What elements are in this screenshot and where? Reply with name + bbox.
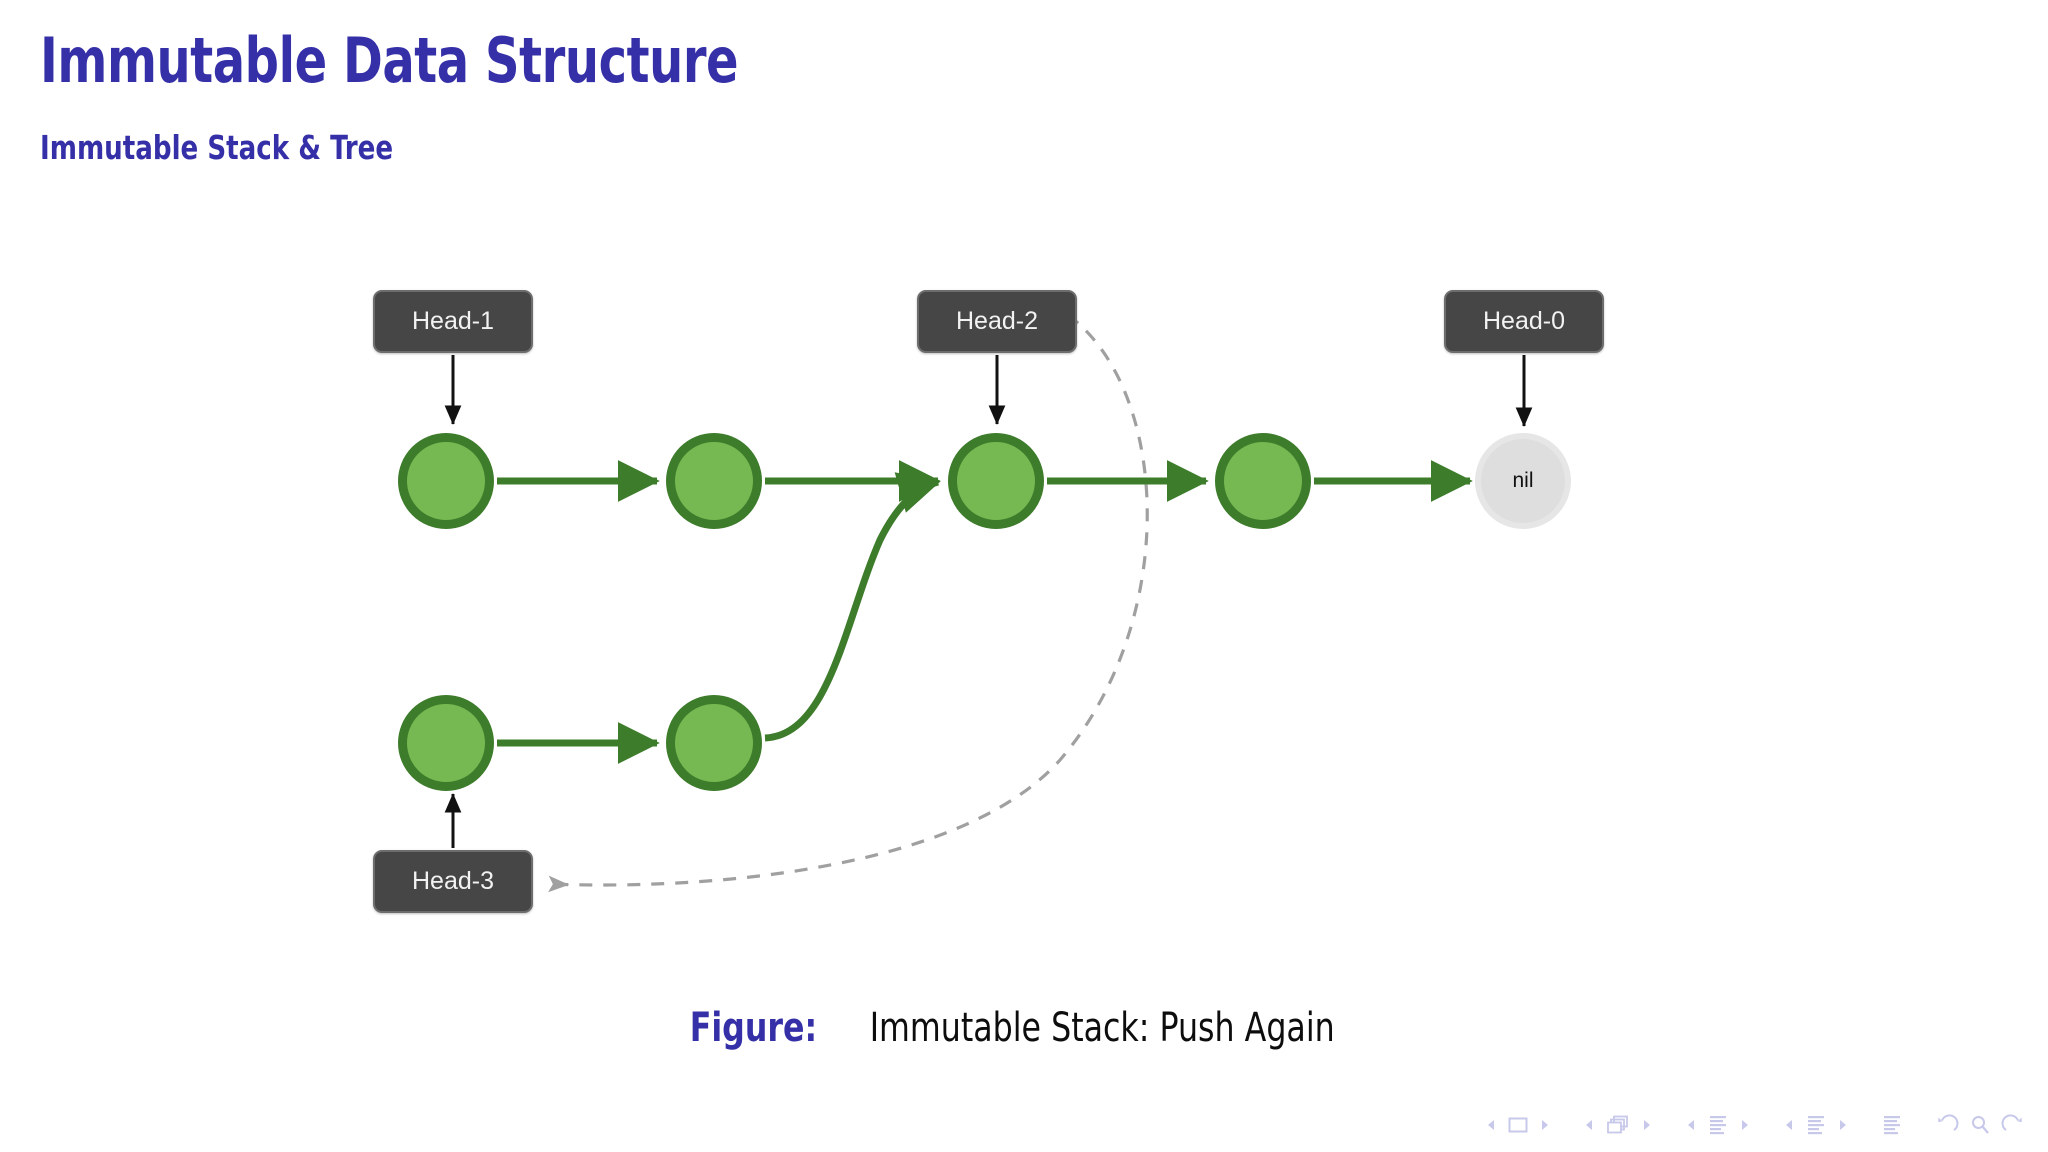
head-pointer-label: Head-1 xyxy=(412,307,494,335)
nav-group-section xyxy=(1778,1114,1854,1136)
nav-group-history xyxy=(1930,1114,2030,1136)
head-pointer-label: Head-3 xyxy=(412,867,494,895)
beamer-navigation-bar[interactable] xyxy=(1480,1108,2030,1142)
head-pointer-head-3[interactable]: Head-3 xyxy=(373,850,533,913)
edge-head2-to-head3-dashed xyxy=(548,313,1149,893)
nav-group-slide xyxy=(1480,1116,1556,1134)
forward-redo-arrow-icon[interactable] xyxy=(2001,1114,2025,1136)
current-slide-square-icon[interactable] xyxy=(1507,1116,1529,1134)
next-subsection-icon[interactable] xyxy=(1739,1117,1751,1133)
head-pointer-head-0[interactable]: Head-0 xyxy=(1444,290,1604,353)
figure-caption: Figure: Immutable Stack: Push Again xyxy=(0,1005,2048,1051)
page-title: Immutable Data Structure xyxy=(40,24,739,97)
head-pointer-head-1[interactable]: Head-1 xyxy=(373,290,533,353)
head-pointer-label: Head-2 xyxy=(956,307,1038,335)
stack-node-nil[interactable]: nil xyxy=(1475,433,1571,529)
stack-node-top-1[interactable] xyxy=(398,433,494,529)
nav-group-subsection xyxy=(1680,1114,1756,1136)
stack-node-bottom-1[interactable] xyxy=(398,695,494,791)
figure-caption-text: Immutable Stack: Push Again xyxy=(869,1005,1335,1051)
current-section-lines-icon[interactable] xyxy=(1805,1114,1827,1136)
next-section-icon[interactable] xyxy=(1837,1117,1849,1133)
next-frame-icon[interactable] xyxy=(1641,1117,1653,1133)
table-of-contents-icon[interactable] xyxy=(1881,1114,1903,1136)
stack-node-top-2[interactable] xyxy=(666,433,762,529)
back-undo-arrow-icon[interactable] xyxy=(1935,1114,1959,1136)
head-pointer-head-2[interactable]: Head-2 xyxy=(917,290,1077,353)
page-subtitle: Immutable Stack & Tree xyxy=(40,128,394,167)
next-slide-icon[interactable] xyxy=(1539,1117,1551,1133)
figure-caption-label: Figure: xyxy=(690,1005,818,1051)
prev-frame-icon[interactable] xyxy=(1583,1117,1595,1133)
current-frame-stack-icon[interactable] xyxy=(1605,1114,1631,1136)
prev-section-icon[interactable] xyxy=(1783,1117,1795,1133)
prev-slide-icon[interactable] xyxy=(1485,1117,1497,1133)
stack-node-top-3[interactable] xyxy=(948,433,1044,529)
search-magnifier-icon[interactable] xyxy=(1969,1114,1991,1136)
head-pointer-label: Head-0 xyxy=(1483,307,1565,335)
nav-group-toc xyxy=(1876,1114,1908,1136)
current-subsection-lines-icon[interactable] xyxy=(1707,1114,1729,1136)
edge-bottom2-to-top3-curved xyxy=(764,472,941,742)
stack-node-top-4[interactable] xyxy=(1215,433,1311,529)
prev-subsection-icon[interactable] xyxy=(1685,1117,1697,1133)
stack-node-bottom-2[interactable] xyxy=(666,695,762,791)
stack-node-label: nil xyxy=(1512,469,1534,492)
nav-group-frame xyxy=(1578,1114,1658,1136)
